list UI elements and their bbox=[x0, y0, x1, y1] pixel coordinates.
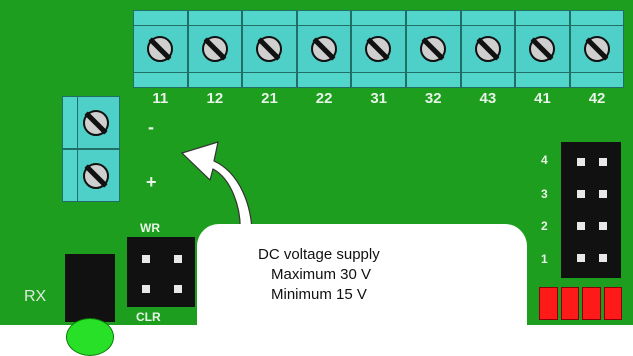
terminal-block[interactable] bbox=[405, 10, 461, 88]
screw-icon[interactable] bbox=[529, 36, 556, 62]
dip-switch[interactable] bbox=[560, 287, 579, 320]
supply-note-text: DC voltage supply Maximum 30 V Minimum 1… bbox=[258, 245, 438, 305]
power-terminal-plus[interactable] bbox=[62, 149, 120, 202]
terminal-label: 22 bbox=[315, 90, 333, 107]
address-jumper-header[interactable] bbox=[561, 142, 621, 278]
terminal-label: 41 bbox=[534, 90, 551, 107]
terminal-label: 11 bbox=[152, 90, 169, 107]
note-line: Maximum 30 V bbox=[271, 266, 372, 283]
circuit-board: 11 12 21 22 31 32 43 41 42 - + WR CLR RX… bbox=[0, 0, 633, 325]
screw-icon[interactable] bbox=[201, 36, 228, 62]
rx-receiver bbox=[65, 254, 115, 322]
terminal-label: 32 bbox=[424, 90, 442, 107]
note-line: DC voltage supply bbox=[258, 246, 380, 263]
terminal-block[interactable] bbox=[296, 10, 352, 88]
polarity-plus-label: + bbox=[146, 172, 157, 192]
header-row-number: 4 bbox=[541, 153, 548, 167]
terminal-block[interactable] bbox=[351, 10, 406, 88]
terminal-block[interactable] bbox=[187, 10, 243, 88]
screw-icon[interactable] bbox=[256, 36, 283, 62]
dip-switch[interactable] bbox=[539, 287, 558, 320]
screw-icon[interactable] bbox=[147, 36, 173, 62]
terminal-label: 31 bbox=[370, 90, 388, 107]
status-led bbox=[66, 318, 114, 356]
terminal-label: 42 bbox=[588, 90, 606, 107]
dip-switch[interactable] bbox=[582, 287, 601, 320]
header-row-number: 3 bbox=[541, 187, 548, 201]
terminal-block[interactable] bbox=[242, 10, 297, 88]
screw-icon[interactable] bbox=[365, 36, 392, 62]
terminal-block[interactable] bbox=[133, 10, 188, 88]
terminal-label: 12 bbox=[206, 90, 224, 107]
power-terminal-minus[interactable] bbox=[62, 96, 120, 149]
power-terminal bbox=[62, 96, 120, 202]
terminal-label: 21 bbox=[261, 90, 278, 107]
dip-switch-bank bbox=[539, 287, 622, 320]
screw-icon[interactable] bbox=[310, 36, 337, 62]
terminal-label: 43 bbox=[479, 90, 497, 107]
output-terminal-strip bbox=[133, 10, 625, 88]
supply-note-box bbox=[197, 224, 527, 354]
terminal-block[interactable] bbox=[515, 10, 570, 88]
header-row-number: 1 bbox=[541, 252, 548, 266]
rx-label: RX bbox=[24, 288, 47, 305]
dip-switch[interactable] bbox=[603, 287, 622, 320]
note-line: Minimum 15 V bbox=[271, 286, 367, 303]
terminal-block[interactable] bbox=[569, 10, 625, 88]
screw-icon[interactable] bbox=[83, 163, 109, 189]
polarity-minus-label: - bbox=[148, 117, 154, 137]
header-row-number: 2 bbox=[541, 219, 548, 233]
jumper-label-clr: CLR bbox=[136, 310, 161, 324]
screw-icon[interactable] bbox=[474, 36, 501, 62]
screw-icon[interactable] bbox=[83, 110, 109, 136]
terminal-block[interactable] bbox=[460, 10, 516, 88]
wr-clr-jumper[interactable] bbox=[127, 237, 195, 307]
jumper-label-wr: WR bbox=[140, 221, 160, 235]
screw-icon[interactable] bbox=[419, 36, 446, 62]
terminal-labels: 11 12 21 22 31 32 43 41 42 bbox=[133, 90, 625, 110]
screw-icon[interactable] bbox=[583, 36, 610, 62]
